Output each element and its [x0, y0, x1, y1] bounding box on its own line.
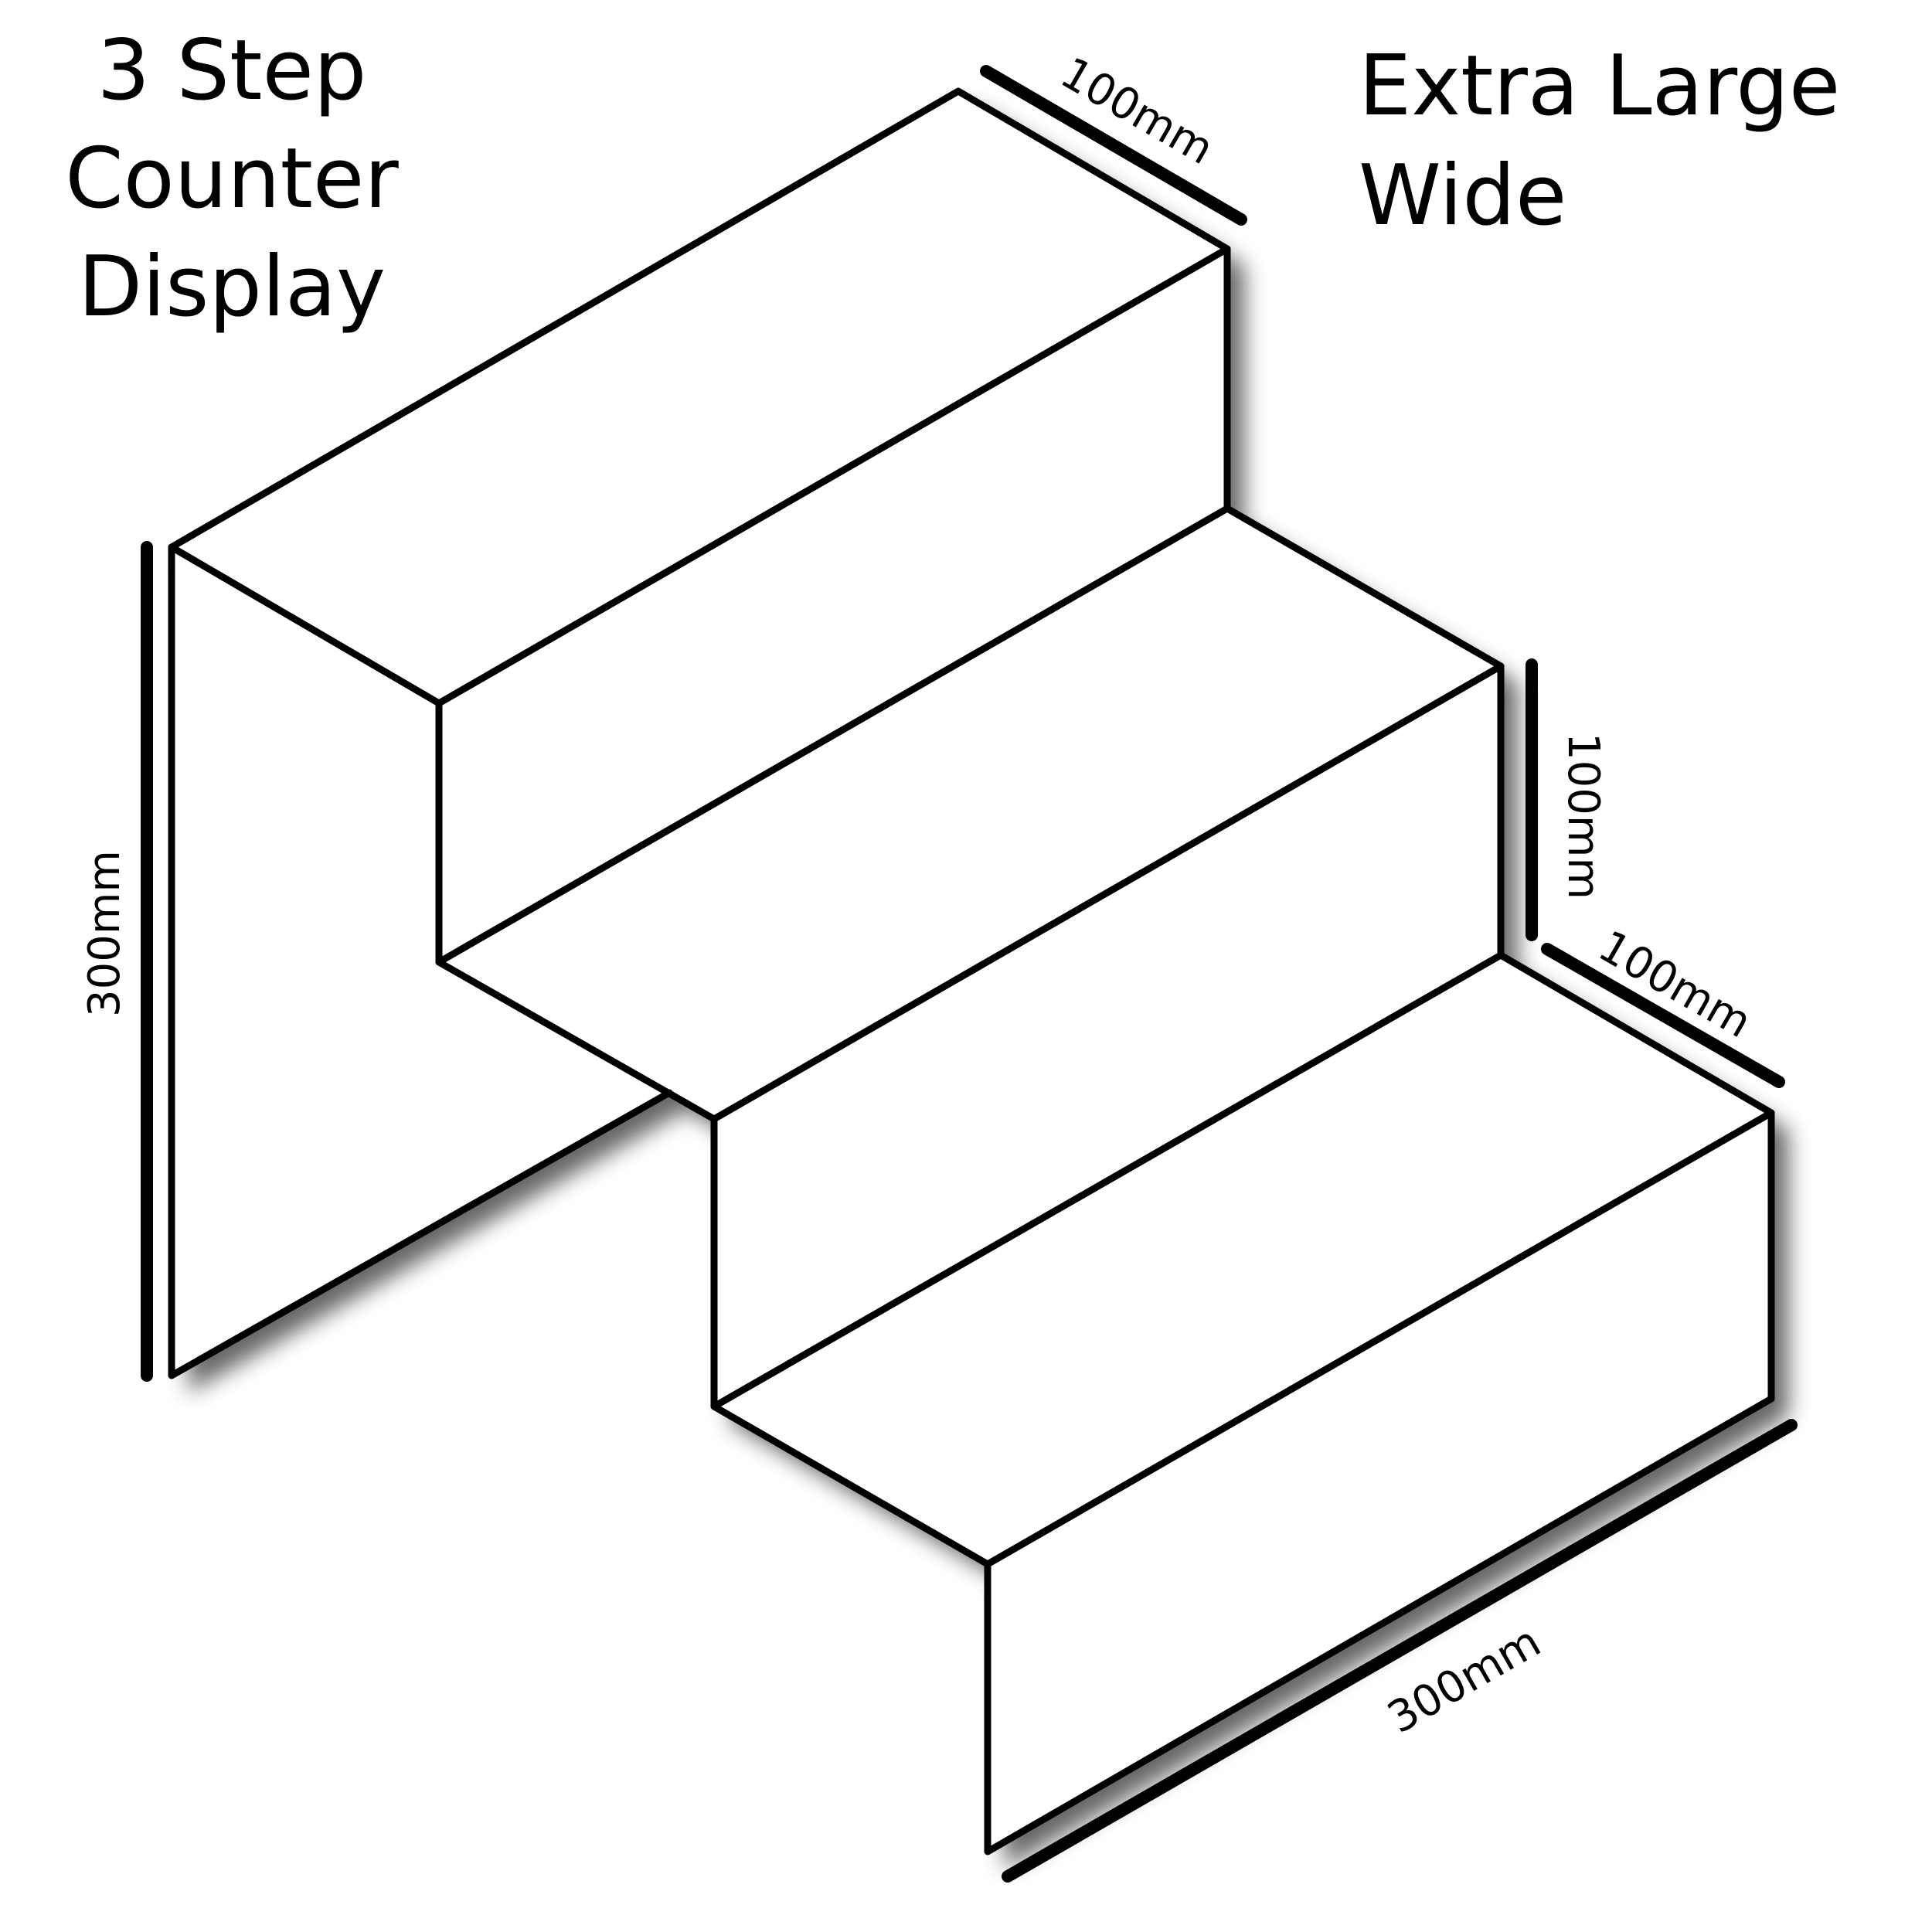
left-side-face	[168, 543, 673, 1379]
bottom-step-tread	[710, 951, 1775, 1568]
dimension-lines	[141, 65, 1798, 1883]
title-right-line-2: Wide	[1359, 148, 1566, 244]
top-step-riser	[435, 245, 1231, 966]
stair-edges	[168, 87, 1775, 1855]
bottom-step-riser	[984, 1109, 1775, 1855]
title-right: Extra Large Wide	[1359, 38, 1840, 244]
dim-line-top-depth	[980, 65, 1247, 226]
dim-label-step-height: 100mm	[1558, 733, 1608, 900]
title-left-line-3: Display	[78, 239, 386, 335]
title-left: 3 Step Counter Display	[65, 22, 399, 335]
dim-label-height-total: 300mm	[80, 850, 130, 1017]
dim-line-step-depth	[1541, 943, 1785, 1088]
middle-step-tread	[435, 505, 1505, 1123]
middle-step-riser	[710, 662, 1505, 1410]
title-right-line-1: Extra Large	[1359, 38, 1840, 134]
dim-label-width: 300mm	[1379, 1617, 1549, 1743]
title-left-line-2: Counter	[65, 131, 399, 227]
title-left-line-1: 3 Step	[97, 22, 367, 119]
dim-line-width	[1002, 1419, 1798, 1883]
